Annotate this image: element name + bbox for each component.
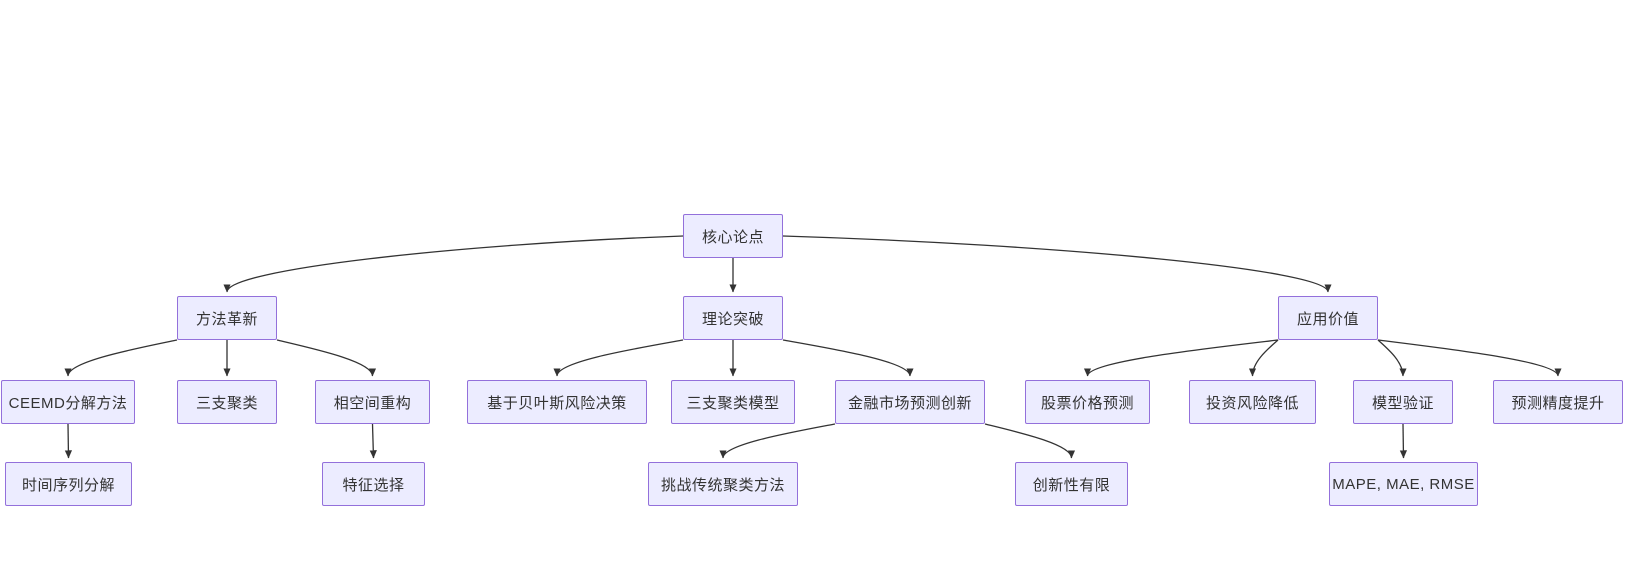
node-label: 预测精度提升 [1511,394,1605,412]
edge-fininnov-challenge [719,423,836,459]
edge-method-ceemd [64,339,178,377]
edge-value-risk [1248,339,1279,377]
node-label: 创新性有限 [1032,476,1111,494]
node-label: 三支聚类模型 [686,394,780,412]
node-label: 时间序列分解 [21,476,115,494]
flowchart-node-threeway: 三支聚类 [177,380,277,424]
flowchart-node-feature: 特征选择 [322,462,425,506]
edge-core-method [223,235,684,293]
node-label: 投资风险降低 [1205,394,1299,412]
node-label: 核心论点 [701,228,764,246]
flowchart-node-phase: 相空间重构 [315,380,430,424]
node-label: 理论突破 [701,310,764,328]
edge-theory-fininnov [782,339,914,377]
edge-phase-feature [369,423,377,459]
flowchart-node-bayes: 基于贝叶斯风险决策 [467,380,647,424]
flowchart-node-fininnov: 金融市场预测创新 [835,380,985,424]
node-label: CEEMD分解方法 [8,394,128,412]
flowchart-node-theory: 理论突破 [683,296,783,340]
node-label: 金融市场预测创新 [847,394,972,412]
node-label: 方法革新 [195,310,258,328]
edge-method-phase [276,339,377,377]
edge-ceemd-tsdecomp [64,423,73,459]
node-label: 模型验证 [1371,394,1434,412]
node-label: 特征选择 [342,476,405,494]
edge-fininnov-limited [984,423,1076,459]
node-label: 挑战传统聚类方法 [660,476,785,494]
flowchart-node-stock: 股票价格预测 [1025,380,1150,424]
flowchart-node-twcmodel: 三支聚类模型 [671,380,795,424]
flowchart-node-limited: 创新性有限 [1015,462,1128,506]
flowchart-node-method: 方法革新 [177,296,277,340]
node-label: 股票价格预测 [1040,394,1134,412]
flowchart-node-challenge: 挑战传统聚类方法 [648,462,798,506]
flowchart-node-tsdecomp: 时间序列分解 [5,462,132,506]
node-label: 三支聚类 [195,394,258,412]
flowchart-node-metrics: MAPE, MAE, RMSE [1329,462,1478,506]
node-label: 相空间重构 [333,394,412,412]
flowchart-node-ceemd: CEEMD分解方法 [1,380,135,424]
flowchart-node-value: 应用价值 [1278,296,1378,340]
edge-core-value [782,235,1332,293]
node-label: MAPE, MAE, RMSE [1332,475,1475,493]
edge-value-stock [1083,339,1279,377]
flowchart-node-accuracy: 预测精度提升 [1493,380,1623,424]
flowchart-node-risk: 投资风险降低 [1189,380,1316,424]
edge-theory-bayes [553,339,684,377]
edge-value-validation [1377,339,1407,377]
flowchart-node-validation: 模型验证 [1353,380,1453,424]
flowchart-node-core: 核心论点 [683,214,783,258]
node-label: 基于贝叶斯风险决策 [487,394,627,412]
node-label: 应用价值 [1296,310,1359,328]
edge-value-accuracy [1377,339,1562,377]
edge-validation-metrics [1399,423,1408,459]
